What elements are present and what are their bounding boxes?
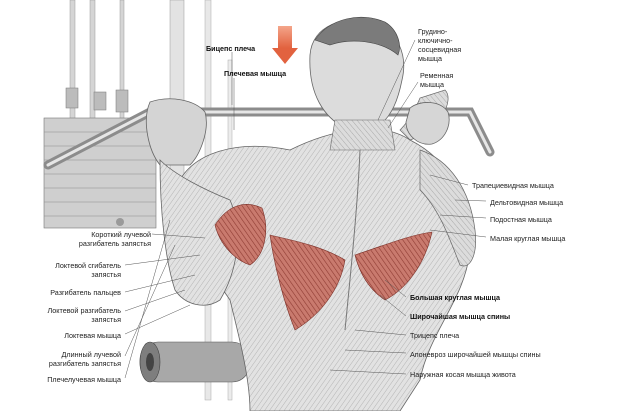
label-triceps: Трицепс плеча — [410, 331, 460, 340]
label-sternocleidomastoid: Грудино- ключично- сосцевидная мышца — [418, 27, 462, 63]
latissimus-highlight — [214, 204, 433, 331]
label-brachialis: Плечевая мышца — [224, 69, 287, 78]
label-extensor-digitorum: Разгибатель пальцев — [50, 288, 121, 297]
label-ecrb: Короткий лучевой разгибатель запястья — [78, 230, 151, 248]
label-trapezius: Трапециевидная мышца — [472, 181, 554, 190]
label-biceps: Бицепс плеча — [206, 44, 256, 53]
label-aponeurosis: Апоневроз широчайшей мышцы спины — [410, 350, 541, 359]
seat-roller — [139, 341, 251, 383]
leader-lines — [124, 39, 487, 379]
label-ecu: Локтевой разгибатель запястья — [47, 306, 121, 324]
label-teres-major: Большая круглая мышца — [410, 293, 500, 302]
label-teres-minor: Малая круглая мышца — [490, 234, 566, 243]
label-fcu: Локтевой сгибатель запястья — [55, 261, 121, 279]
label-brachioradialis: Плечелучевая мышца — [47, 375, 121, 384]
label-ecrl: Длинный лучевой разгибатель запястья — [48, 350, 121, 368]
label-latissimus: Широчайшая мышца спины — [410, 312, 511, 321]
label-deltoid: Дельтовидная мышца — [490, 198, 564, 207]
label-splenius: Ременная мышца — [420, 71, 454, 89]
label-external-oblique: Наружная косая мышца живота — [410, 370, 516, 379]
label-infraspinatus: Подостная мышца — [490, 215, 552, 224]
pulldown-bar — [43, 107, 495, 170]
downward-arrow-icon — [272, 26, 298, 64]
torso — [145, 17, 476, 411]
label-anconeus: Локтевая мышца — [64, 331, 121, 340]
